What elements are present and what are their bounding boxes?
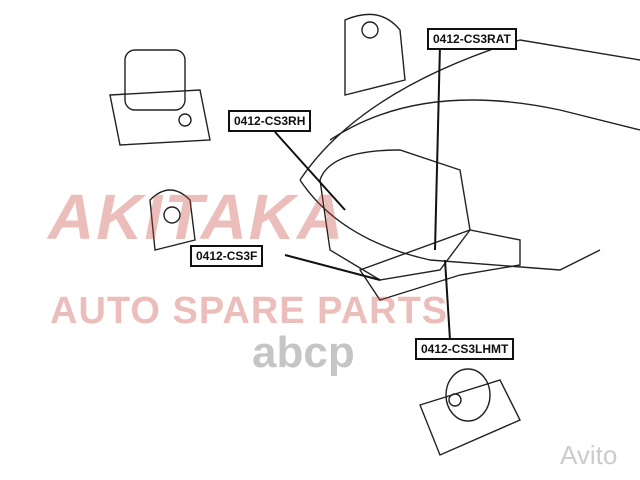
- leader-lhmt: [444, 259, 451, 341]
- akitaka-watermark: AKITAKA: [48, 181, 346, 253]
- engine-bay: [319, 149, 471, 281]
- abcp-watermark: abcp: [252, 328, 355, 377]
- label-cs3rh: 0412-CS3RH: [228, 110, 312, 132]
- label-cs3rat: 0412-CS3RAT: [427, 28, 517, 50]
- leader-f: [284, 254, 381, 281]
- f-mount-drawing: [149, 189, 196, 251]
- avito-watermark: Avito: [560, 440, 618, 470]
- subframe: [358, 229, 521, 301]
- leader-rh: [274, 131, 346, 211]
- lhmt-mount-drawing: [419, 368, 521, 456]
- tagline-watermark: AUTO SPARE PARTS: [50, 290, 449, 332]
- rear-mount-drawing: [109, 49, 211, 146]
- label-cs3f: 0412-CS3F: [190, 245, 264, 267]
- leader-rat: [434, 44, 441, 251]
- rat-mount-drawing: [344, 13, 406, 96]
- label-cs3lhmt: 0412-CS3LHMT: [415, 338, 515, 360]
